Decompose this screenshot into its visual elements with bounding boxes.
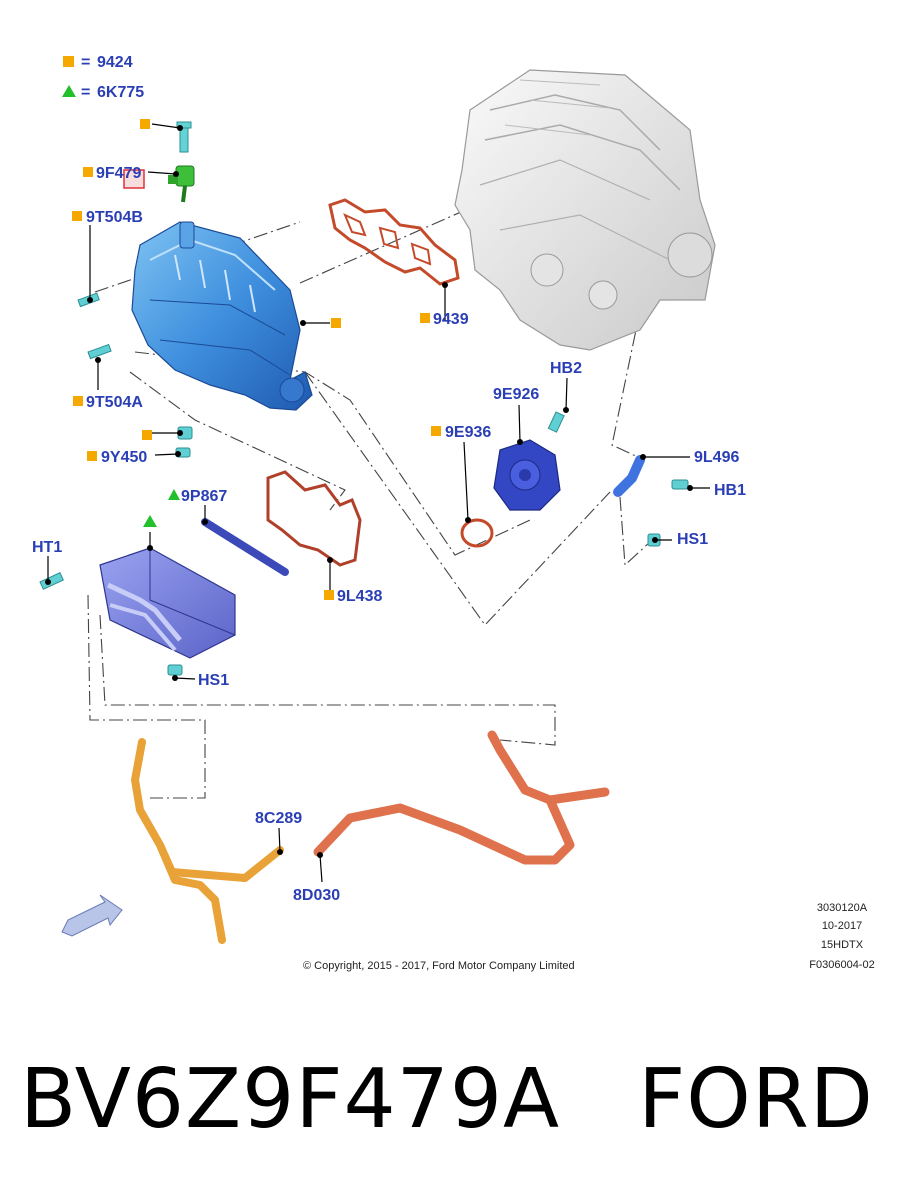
throttle-body-9E926 [493, 439, 561, 511]
legend-triangle-code: 6K775 [97, 84, 144, 101]
legend-square-icon [63, 56, 74, 67]
label-9T504B: 9T504B [86, 209, 143, 226]
engine-block [454, 69, 716, 351]
intake-gasket-9439 [328, 198, 460, 286]
label-9P867: 9P867 [181, 488, 227, 505]
label-HB1: HB1 [714, 482, 746, 499]
coolant-hose-8C289 [131, 738, 284, 944]
square-marker-icon [72, 211, 82, 221]
intake-manifold [131, 221, 313, 411]
label-9439: 9439 [433, 311, 469, 328]
square-marker-icon [420, 313, 430, 323]
square-marker-icon [140, 119, 150, 129]
square-marker-icon [331, 318, 341, 328]
legend-square-code: 9424 [97, 54, 133, 71]
legend: = 9424 = 6K775 [62, 54, 144, 101]
label-HS1-left: HS1 [198, 672, 229, 689]
seal-strip-9P867 [201, 518, 289, 576]
square-marker-icon [83, 167, 93, 177]
label-9L438: 9L438 [337, 588, 382, 605]
label-8D030: 8D030 [293, 887, 340, 904]
label-9T504A: 9T504A [86, 394, 143, 411]
label-9E926: 9E926 [493, 386, 539, 403]
label-9E936: 9E936 [445, 424, 491, 441]
label-markers [72, 119, 441, 600]
square-marker-icon [431, 426, 441, 436]
svg-text:=: = [81, 84, 90, 101]
hose-9L496 [613, 455, 645, 497]
charge-air-cooler [99, 547, 236, 659]
o-ring-9E936 [460, 518, 494, 548]
legend-triangle-icon [62, 85, 76, 97]
square-marker-icon [87, 451, 97, 461]
part-labels: 9F479 9T504B 9T504A 9Y450 9439 9E926 HB2… [32, 165, 746, 904]
caption-part-number: BV6Z9F479A [20, 1052, 561, 1147]
info-ref: 3030120A [817, 902, 868, 914]
info-block: 3030120A 10-2017 15HDTX F0306004-02 [809, 902, 874, 971]
label-9F479: 9F479 [96, 165, 141, 182]
triangle-marker-icon [143, 515, 157, 527]
label-HS1-right: HS1 [677, 531, 708, 548]
info-model: 15HDTX [821, 939, 864, 951]
info-date: 10-2017 [822, 920, 862, 932]
leader-lines [45, 123, 710, 883]
sensor-9F479 [168, 121, 195, 203]
label-HT1: HT1 [32, 539, 62, 556]
copyright-text: © Copyright, 2015 - 2017, Ford Motor Com… [303, 960, 575, 972]
label-9L496: 9L496 [694, 449, 739, 466]
label-HB2: HB2 [550, 360, 582, 377]
label-9Y450: 9Y450 [101, 449, 147, 466]
label-8C289: 8C289 [255, 810, 302, 827]
svg-text:=: = [81, 54, 90, 71]
caption: BV6Z9F479A FORD [20, 1052, 874, 1147]
gasket-9L438 [266, 470, 362, 567]
square-marker-icon [142, 430, 152, 440]
caption-brand: FORD [638, 1052, 874, 1147]
square-marker-icon [324, 590, 334, 600]
info-doc: F0306004-02 [809, 959, 874, 971]
front-arrow-icon [61, 894, 123, 937]
highlight-box [123, 169, 145, 189]
square-marker-icon [73, 396, 83, 406]
triangle-marker-icon [168, 489, 180, 500]
coolant-hose-8D030 [313, 730, 610, 865]
